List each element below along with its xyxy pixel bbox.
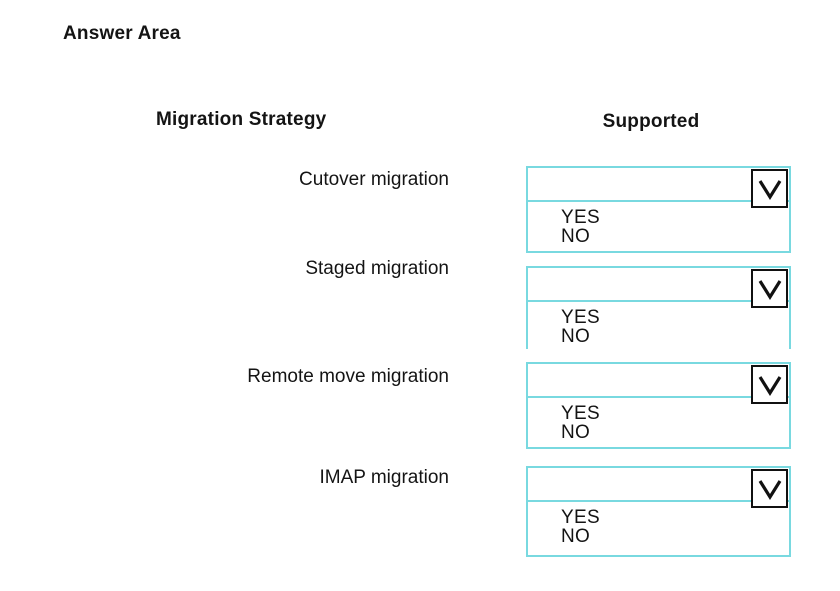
- dropdown-option-no[interactable]: NO: [561, 422, 591, 443]
- row-label-remote-move-migration: Remote move migration: [247, 366, 449, 387]
- dropdown-options: YES NO: [528, 202, 789, 250]
- dropdown-selected-value: [528, 268, 789, 275]
- dropdown-option-yes[interactable]: YES: [561, 207, 600, 228]
- dropdown-option-no[interactable]: NO: [561, 326, 591, 347]
- supported-dropdown-imap: YES NO: [526, 466, 791, 557]
- chevron-down-icon: [758, 479, 781, 500]
- supported-dropdown-remote-move: YES NO: [526, 362, 791, 449]
- supported-header: Supported: [602, 111, 700, 132]
- dropdown-select[interactable]: [528, 468, 789, 508]
- row-label-cutover-migration: Cutover migration: [299, 169, 449, 190]
- dropdown-options: YES NO: [528, 502, 789, 550]
- dropdown-button[interactable]: [751, 269, 788, 308]
- dropdown-button[interactable]: [751, 469, 788, 508]
- dropdown-selected-value: [528, 364, 789, 371]
- dropdown-select[interactable]: [528, 364, 789, 404]
- chevron-down-icon: [758, 279, 781, 300]
- dropdown-option-no[interactable]: NO: [561, 226, 591, 247]
- dropdown-option-no[interactable]: NO: [561, 526, 591, 547]
- dropdown-option-yes[interactable]: YES: [561, 507, 600, 528]
- dropdown-select[interactable]: [528, 168, 789, 208]
- dropdown-options: YES NO: [528, 398, 789, 446]
- row-label-imap-migration: IMAP migration: [319, 467, 449, 488]
- supported-dropdown-staged: YES NO: [526, 266, 791, 350]
- answer-area-title: Answer Area: [63, 23, 181, 44]
- migration-strategy-header: Migration Strategy: [156, 109, 327, 130]
- dropdown-button[interactable]: [751, 365, 788, 404]
- dropdown-selected-value: [528, 468, 789, 475]
- dropdown-options: YES NO: [528, 302, 789, 350]
- chevron-down-icon: [758, 375, 781, 396]
- chevron-down-icon: [758, 179, 781, 200]
- dropdown-button[interactable]: [751, 169, 788, 208]
- dropdown-option-yes[interactable]: YES: [561, 403, 600, 424]
- dropdown-select[interactable]: [528, 268, 789, 308]
- dropdown-selected-value: [528, 168, 789, 175]
- supported-dropdown-cutover: YES NO: [526, 166, 791, 253]
- row-label-staged-migration: Staged migration: [305, 258, 449, 279]
- dropdown-option-yes[interactable]: YES: [561, 307, 600, 328]
